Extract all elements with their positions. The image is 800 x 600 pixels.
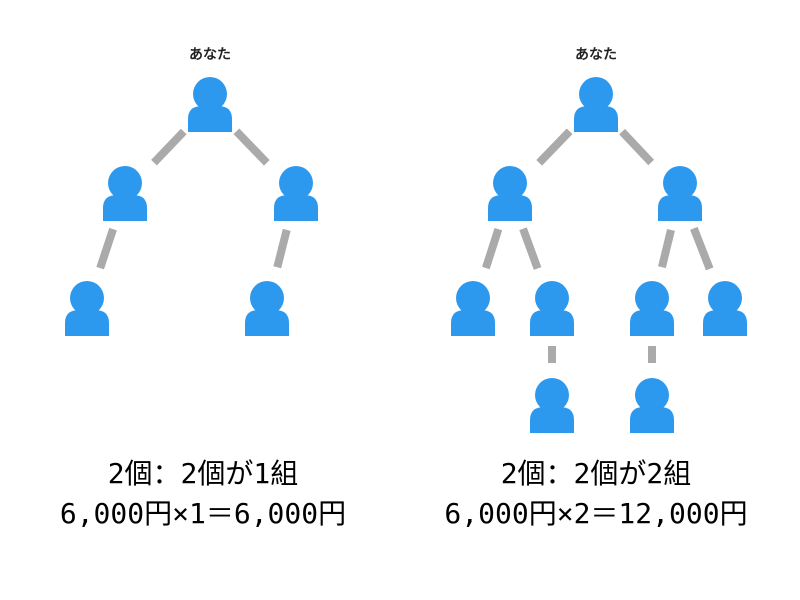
- person-icon: [274, 166, 318, 221]
- left-edges: [96, 128, 291, 270]
- right-edge-r1b-r2c: [658, 228, 675, 269]
- person-icon: [574, 77, 618, 132]
- person-icon: [245, 281, 289, 336]
- right-caption-line2: 6,000円×2＝12,000円: [444, 497, 747, 530]
- right-edge-r1b-r2d: [690, 226, 714, 271]
- person-icon: [65, 281, 109, 336]
- person-icon: [630, 281, 674, 336]
- left-nodes: [65, 77, 318, 336]
- person-icon: [630, 378, 674, 433]
- left-root-label: あなた: [189, 47, 231, 63]
- person-icon: [658, 166, 702, 221]
- right-edges: [482, 128, 714, 363]
- left-caption-line2: 6,000円×1＝6,000円: [60, 497, 346, 530]
- person-icon: [451, 281, 495, 336]
- right-caption-line1: 2個：2個が2組: [501, 457, 692, 490]
- right-edge-r1a-r2a: [482, 227, 503, 270]
- right-edge-root-r1a: [536, 128, 573, 166]
- person-icon: [488, 166, 532, 221]
- person-icon: [103, 166, 147, 221]
- right-edge-root-r1b: [619, 128, 655, 166]
- person-icon: [188, 77, 232, 132]
- right-panel: あなた 2個：2個が2組 6,000円×2＝12,000円: [444, 47, 747, 530]
- left-caption-line1: 2個：2個が1組: [108, 457, 299, 490]
- left-edge-root-l1a: [151, 128, 187, 166]
- left-panel: あなた 2個：2個が1組 6,000円×1＝6,000円: [60, 47, 346, 530]
- person-icon: [703, 281, 747, 336]
- person-icon: [530, 281, 574, 336]
- right-edge-r1a-r2b: [519, 227, 542, 270]
- right-root-label: あなた: [575, 47, 617, 63]
- person-icon: [530, 378, 574, 433]
- left-edge-root-l1b: [233, 128, 270, 166]
- left-edge-l1b-l2b: [273, 228, 291, 269]
- left-edge-l1a-l2a: [96, 227, 117, 270]
